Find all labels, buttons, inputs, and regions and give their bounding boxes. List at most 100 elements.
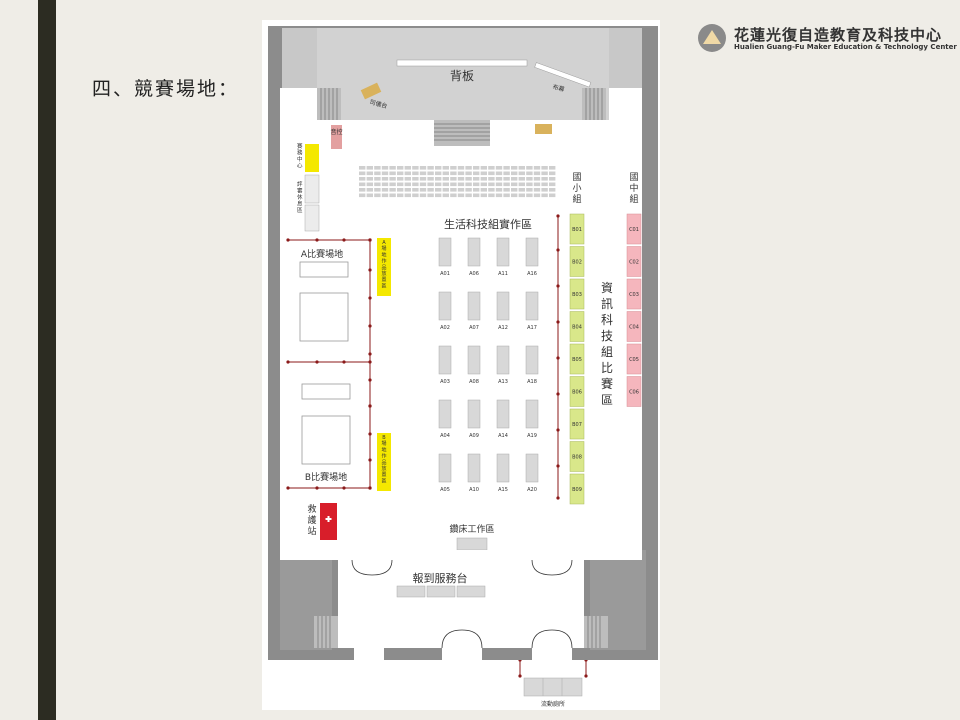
junior-high-station-code: C04 — [629, 325, 639, 331]
audience-seat — [450, 171, 457, 176]
audience-seat — [359, 177, 366, 181]
audience-seat — [457, 182, 465, 187]
life-tech-station — [438, 345, 452, 375]
life-tech-station-code: A04 — [440, 433, 450, 439]
backdrop-bar — [396, 59, 528, 67]
junior-high-station-code: C06 — [629, 390, 639, 396]
audience-seat — [549, 182, 556, 187]
audience-seat — [359, 182, 366, 187]
rope-post — [556, 464, 560, 468]
audience-seat — [541, 188, 548, 192]
backdrop-label: 背板 — [450, 69, 474, 83]
audience-seat — [450, 182, 457, 187]
audience-seat — [495, 177, 503, 181]
audience-seat — [549, 177, 556, 181]
audience-seat — [533, 182, 541, 187]
rope-post — [286, 486, 290, 490]
audience-seat — [533, 177, 541, 181]
venue-a-label: A比賽場地 — [301, 248, 343, 260]
junior-high-station — [626, 376, 642, 407]
rope-post — [368, 432, 372, 436]
audience-seat — [473, 171, 480, 176]
audience-seat — [412, 166, 419, 170]
drill-station — [456, 537, 488, 551]
audience-seat — [465, 177, 472, 181]
audience-seat — [465, 182, 472, 187]
audience-seat — [366, 182, 373, 187]
life-tech-station-code: A11 — [498, 271, 508, 277]
audience-seat — [419, 166, 427, 170]
audience-seat — [549, 188, 556, 192]
elementary-group-label: 國小組 — [572, 172, 581, 205]
rope-post — [342, 486, 346, 490]
venue-a-display — [377, 238, 391, 296]
audience-seat — [374, 182, 381, 187]
audience-seat — [465, 166, 472, 170]
audience-seat — [397, 171, 404, 176]
rope-post — [584, 674, 588, 678]
audience-seat — [488, 193, 495, 198]
info-tech-area-label: 資訊科技組比賽區 — [601, 281, 613, 407]
audience-seat — [541, 182, 548, 187]
rope-post — [368, 268, 372, 272]
life-tech-station — [525, 237, 539, 267]
audience-seat — [511, 166, 518, 170]
audience-seat — [541, 171, 548, 176]
audience-seat — [404, 177, 411, 181]
audience-seat — [397, 193, 404, 198]
life-tech-station-code: A01 — [440, 271, 450, 277]
life-tech-station-code: A20 — [527, 487, 537, 493]
elementary-station-code: B07 — [572, 422, 582, 428]
audience-seat — [374, 193, 381, 198]
junior-high-station — [626, 278, 642, 310]
judges-lounge-label: 評審休息區 — [297, 180, 303, 214]
elementary-station — [569, 213, 585, 245]
audience-seat — [473, 188, 480, 192]
audience-seat — [503, 182, 510, 187]
audience-seat — [511, 182, 518, 187]
logo-icon — [698, 24, 726, 52]
elementary-station — [569, 473, 585, 505]
junior-high-station-code: C03 — [629, 292, 639, 298]
life-tech-station — [496, 291, 510, 321]
elementary-station-code: B09 — [572, 487, 582, 493]
life-tech-station-code: A05 — [440, 487, 450, 493]
audience-seat — [488, 166, 495, 170]
venue-a-field — [299, 292, 349, 342]
junior-high-station-code: C02 — [629, 260, 639, 266]
elementary-station — [569, 408, 585, 440]
secretariat-label: 賽務中心 — [297, 142, 303, 170]
audience-seat — [381, 166, 389, 170]
slide-left-bar — [38, 0, 56, 720]
audience-seat — [503, 177, 510, 181]
audience-seat — [366, 177, 373, 181]
audience-seat — [427, 171, 434, 176]
audience-seat — [488, 171, 495, 176]
rope-post — [315, 238, 319, 242]
audience-seat — [412, 171, 419, 176]
elementary-station-code: B06 — [572, 390, 582, 396]
audience-seat — [412, 193, 419, 198]
junior-high-group-label: 國中組 — [629, 172, 638, 205]
audience-seat — [488, 188, 495, 192]
life-tech-station — [496, 237, 510, 267]
life-tech-station — [525, 399, 539, 429]
rope-post — [368, 324, 372, 328]
audience-seat — [366, 193, 373, 198]
life-tech-station-code: A15 — [498, 487, 508, 493]
audience-seat — [389, 188, 396, 192]
audience-seat — [419, 188, 427, 192]
lobby-floor — [338, 550, 584, 660]
junior-high-station — [626, 343, 642, 375]
audience-seat — [419, 177, 427, 181]
life-tech-station — [438, 399, 452, 429]
audience-seat — [442, 171, 449, 176]
audience-seat — [442, 166, 449, 170]
audience-seat — [389, 171, 396, 176]
audience-seat — [473, 193, 480, 198]
audience-seat — [480, 177, 487, 181]
